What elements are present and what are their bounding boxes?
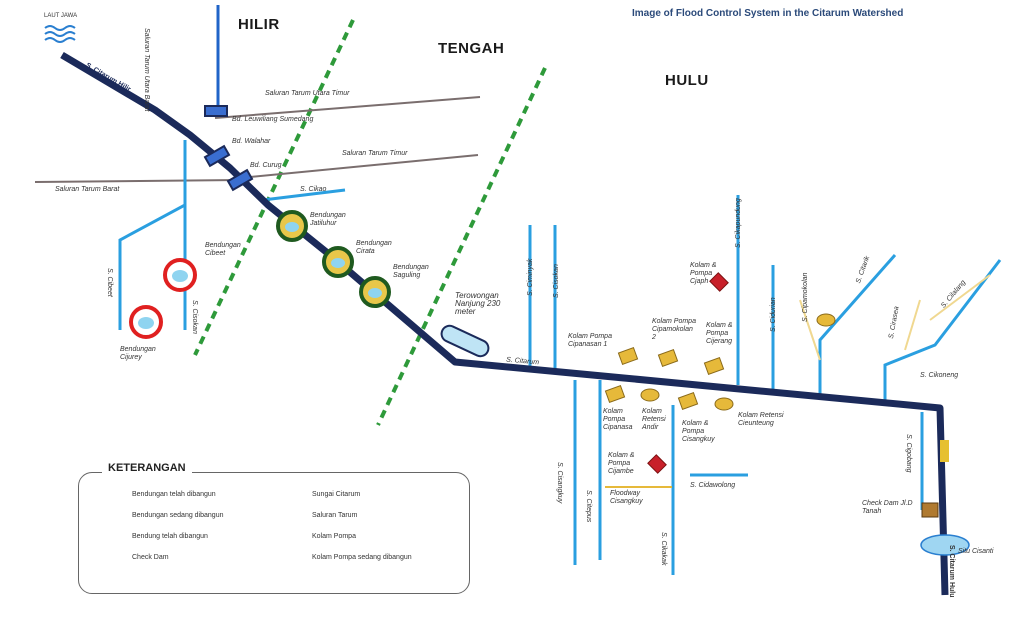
- zone-hilir-label: HILIR: [238, 16, 280, 33]
- floodway-label: Floodway Cisangkuy: [610, 490, 643, 505]
- check-dam-label: Check Dam Jl.D Tanah: [862, 500, 913, 515]
- dam-saguling-label: Bendungan Saguling: [393, 264, 429, 279]
- diagram-title: Image of Flood Control System in the Cit…: [632, 8, 904, 19]
- dam-jatiluhur-label: Bendungan Jatiluhur: [310, 212, 346, 227]
- sea-label: LAUT JAWA: [44, 13, 78, 19]
- weir-curug-label: Bd. Curug: [250, 162, 282, 169]
- river-cikao-label: S. Cikao: [300, 186, 327, 193]
- canal-timur-label: Saluran Tarum Timur: [342, 150, 408, 157]
- river-cikakak-label: S. Cikakak: [660, 532, 667, 566]
- legend-item-dam-built: Bendungan telah dibangun: [132, 491, 216, 498]
- pond-retensi-icon: [714, 397, 734, 411]
- dam-cijurey-label: Bendungan Cijurey: [120, 346, 156, 361]
- zone-divider-hilir-tengah: [193, 19, 355, 356]
- dam-cirata-label: Bendungan Cirata: [356, 240, 392, 255]
- pond-cipamokolan-icon: [657, 348, 679, 368]
- citarum-hulu-yellow: [940, 440, 949, 462]
- river-cibeet: [118, 140, 187, 330]
- legend-item-pond: Kolam Pompa: [312, 533, 356, 540]
- pond-cipanasan-icon: [617, 346, 639, 366]
- legend-item-canal: Saluran Tarum: [312, 512, 358, 519]
- pond-cijambe-label: Kolam & Pompa Cijambe: [608, 452, 635, 475]
- pond-cisangkuy-red-icon: [647, 454, 667, 474]
- situ-cisanti-icon: [920, 534, 970, 556]
- river-cisokan-label: S. Cisokan: [553, 264, 560, 298]
- dam-jatiluhur-icon: [276, 210, 308, 242]
- dam-saguling-icon: [359, 276, 391, 308]
- legend-item-weir: Bendung telah dibangun: [132, 533, 208, 540]
- river-cisangkuy-label: S. Cisangkuy: [556, 462, 563, 504]
- legend-item-river: Sungai Citarum: [312, 491, 361, 498]
- tunnel-nanjung-icon: [440, 324, 490, 358]
- river-cibeet-label: S. Cibeet: [106, 268, 113, 297]
- river-citarum-main: [60, 51, 949, 596]
- pond-andir-icon: [640, 388, 660, 402]
- river-cilalang-light: [929, 274, 991, 321]
- river-cirasea: [883, 259, 1002, 400]
- river-ciminyak-label: S. Ciminyak: [527, 258, 534, 296]
- river-citepus-label: S. Citepus: [585, 490, 592, 523]
- pond-citarik-icon: [816, 313, 836, 327]
- legend-item-pond-building: Kolam Pompa sedang dibangun: [312, 554, 412, 561]
- pond-a-icon: [604, 384, 626, 404]
- zone-tengah-label: TENGAH: [438, 40, 505, 57]
- river-cikao: [262, 188, 346, 202]
- river-cikoneng-label: S. Cikoneng: [920, 372, 959, 379]
- river-cidurian-label: S. Cidurian: [770, 297, 777, 332]
- pond-cipanasa-label: Kolam Pompa Cipanasa: [603, 408, 633, 431]
- legend-box: [78, 472, 470, 594]
- pond-cisangkuy-label: Kolam & Pompa Cisangkuy: [682, 420, 715, 443]
- canal-utara-timur: [214, 96, 481, 119]
- river-citarum-hulu-label: S. Citarum Hulu: [948, 545, 955, 598]
- weir-walahar-icon: [203, 144, 231, 168]
- zone-divider-tengah-hulu: [376, 67, 547, 426]
- dam-cirata-icon: [322, 246, 354, 278]
- tunnel-nanjung-label: Terowongan Nanjung 230 meter: [455, 291, 501, 316]
- pond-b-icon: [677, 391, 699, 411]
- pond-andir-label: Kolam Retensi Andir: [642, 408, 666, 431]
- canal-barat: [34, 179, 241, 183]
- legend-item-dam-building: Bendungan sedang dibangun: [132, 512, 224, 519]
- dam-cibeet-icon: [163, 258, 197, 292]
- weir-leuwiliang-icon: [204, 105, 228, 117]
- weir-curug-icon: [226, 168, 254, 192]
- pond-retensi-label: Kolam Retensi Cieunteung: [738, 412, 784, 427]
- river-cidawolong-label: S. Cidawolong: [690, 482, 736, 489]
- river-cigobang-label: S. Cigobang: [905, 434, 912, 473]
- river-cisokan-hilir-label: S. Cisokan: [191, 300, 198, 334]
- canal-utara-barat-label: Saluran Tarum Utara Barat: [143, 28, 150, 112]
- canal-timur: [239, 154, 479, 179]
- canal-barat-label: Saluran Tarum Barat: [55, 186, 120, 193]
- pond-cijerang-icon: [703, 356, 725, 376]
- legend-title: KETERANGAN: [102, 462, 192, 474]
- pond-cijerang-label: Kolam & Pompa Cijerang: [706, 322, 733, 345]
- weir-walahar-label: Bd. Walahar: [232, 138, 271, 145]
- river-citarik: [818, 254, 897, 395]
- check-dam-icon: [921, 502, 939, 518]
- pond-cipanasan-label: Kolam Pompa Cipanasan 1: [568, 333, 612, 348]
- river-cipamokolan-label: S. Cipamokolan: [802, 272, 809, 322]
- pond-cjaph-label: Kolam & Pompa Cjaph: [690, 262, 717, 285]
- canal-utara-timur-label: Saluran Tarum Utara Timur: [265, 90, 350, 97]
- dam-cijurey-icon: [129, 305, 163, 339]
- river-citarik-light: [799, 299, 821, 361]
- weir-leuwiliang-label: Bd. Leuwiliang Sumedang: [232, 116, 314, 123]
- pond-cjaph-red-icon: [709, 272, 729, 292]
- river-cikapundung-label: S. Cikapundung: [735, 198, 742, 248]
- situ-cisanti-label: Situ Cisanti: [958, 548, 994, 555]
- pond-cipamokolan-label: Kolam Pompa Cipamokolan 2: [652, 318, 696, 341]
- dam-cibeet-label: Bendungan Cibeet: [205, 242, 241, 257]
- river-cirasea-light: [904, 299, 921, 351]
- zone-hulu-label: HULU: [665, 72, 709, 89]
- sea-wave-icon: [44, 25, 76, 43]
- legend-item-check-dam: Check Dam: [132, 554, 169, 561]
